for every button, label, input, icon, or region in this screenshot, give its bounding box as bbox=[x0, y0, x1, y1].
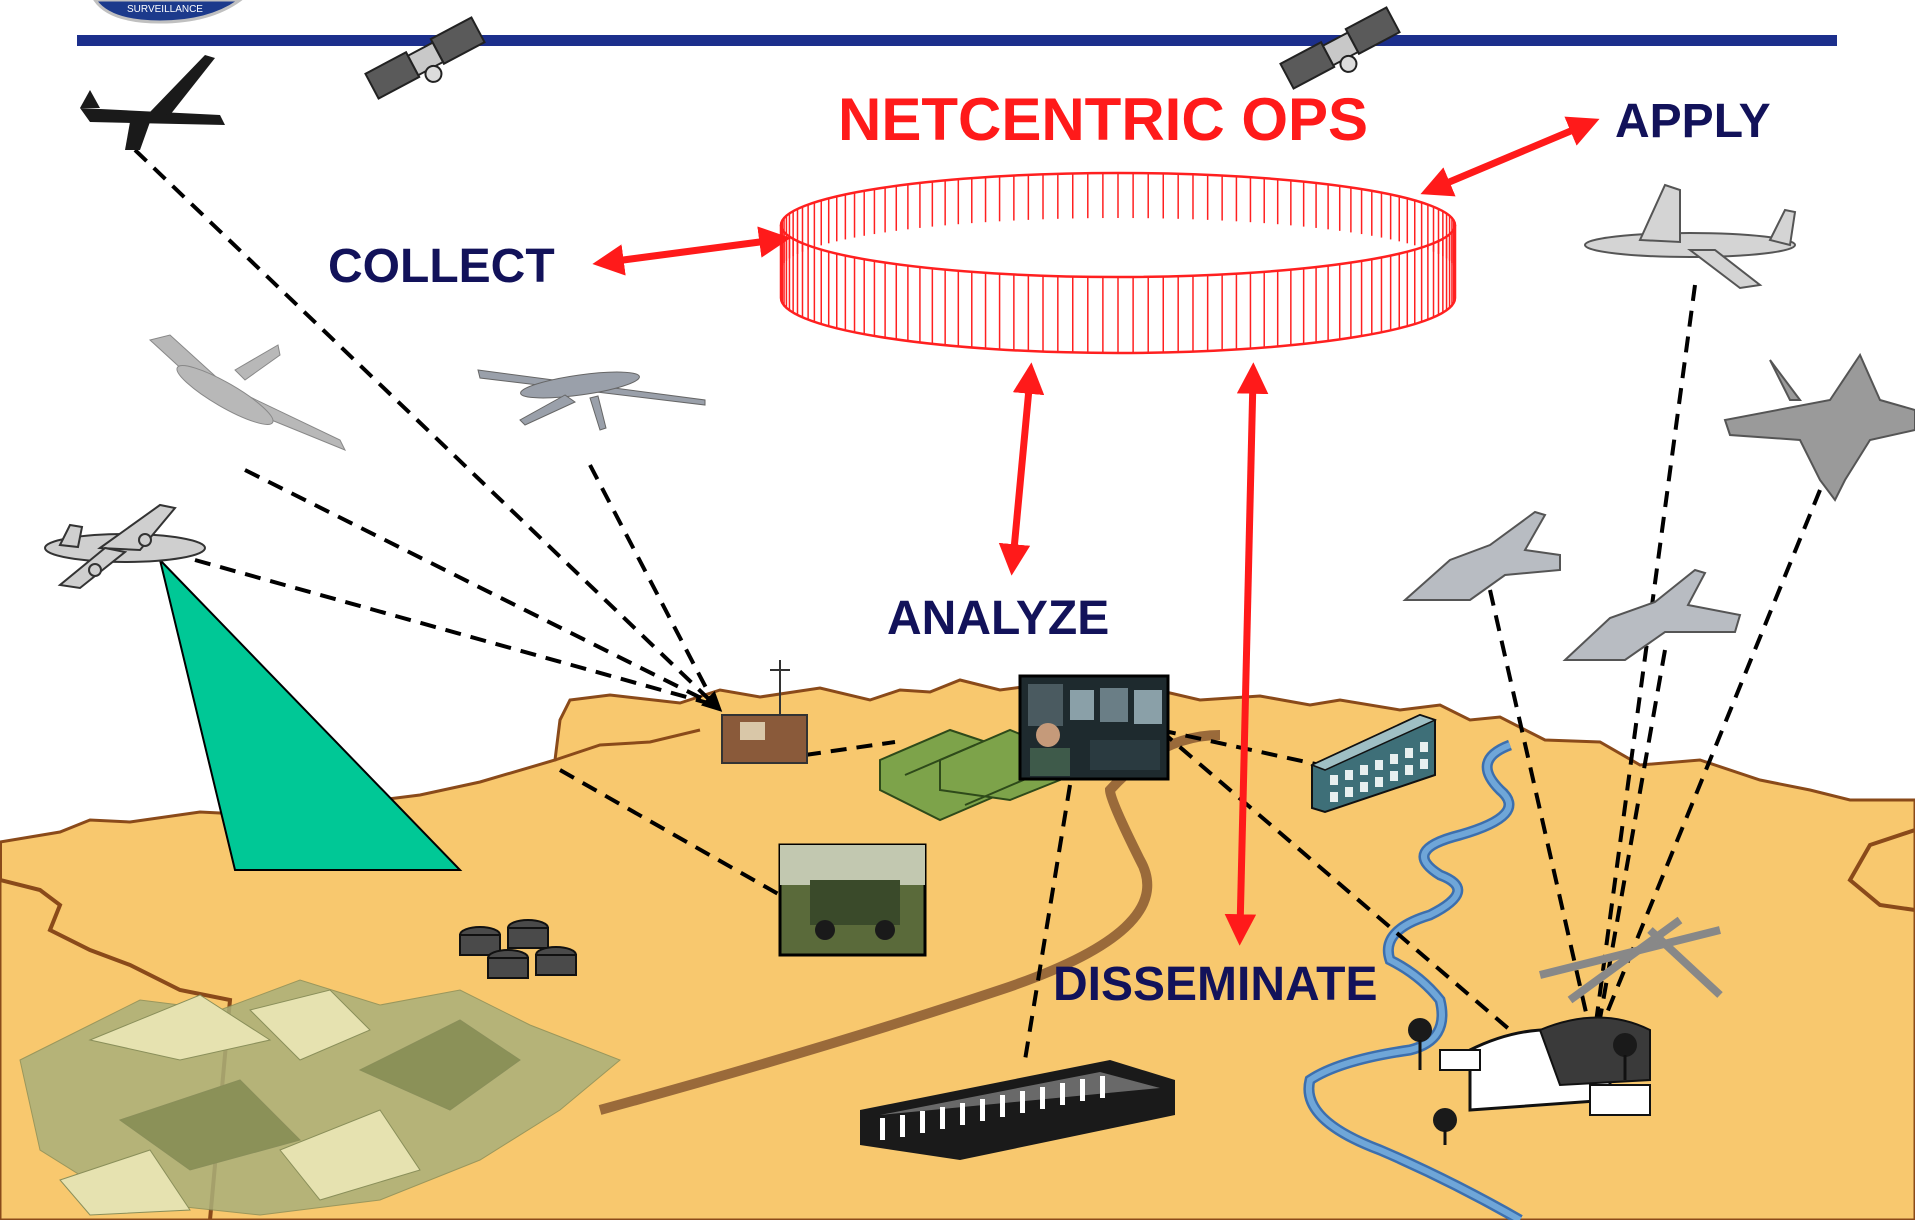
fuel-tanks-icon bbox=[459, 919, 577, 979]
flow-arrows bbox=[592, 116, 1600, 946]
disseminate-arrow bbox=[1224, 362, 1269, 946]
humvee-photo bbox=[778, 843, 927, 957]
logo-text: SURVEILLANCE bbox=[127, 4, 203, 15]
header-rule bbox=[77, 35, 1837, 46]
label-analyze: ANALYZE bbox=[887, 592, 1109, 645]
hangar-base-icon bbox=[1408, 1016, 1651, 1145]
label-apply: APPLY bbox=[1615, 95, 1771, 148]
logo-badge: SURVEILLANCE bbox=[93, 0, 243, 24]
label-collect: COLLECT bbox=[328, 240, 555, 293]
office-building-icon bbox=[1310, 713, 1438, 814]
jstars-aircraft-icon bbox=[44, 503, 206, 590]
predator-uav-icon bbox=[477, 369, 706, 431]
mountain-range bbox=[19, 979, 621, 1216]
business-jet-icon bbox=[1584, 183, 1797, 290]
operations-center-photo bbox=[1018, 674, 1170, 781]
satellite-icon bbox=[1279, 6, 1401, 90]
airfield-runway-icon bbox=[1539, 916, 1723, 1004]
sensor-beam bbox=[158, 556, 463, 871]
analyze-arrow bbox=[998, 362, 1045, 576]
ground-station-icon bbox=[721, 660, 808, 764]
f22-fighter-icon bbox=[1723, 352, 1915, 502]
satellite-icon bbox=[364, 16, 486, 100]
collect-arrow bbox=[592, 226, 791, 276]
u2-spyplane-icon bbox=[80, 55, 225, 150]
title-netcentric-ops: NETCENTRIC OPS bbox=[838, 86, 1368, 153]
f16-fighter-icon bbox=[1562, 568, 1742, 661]
netcentric-ring bbox=[779, 171, 1457, 355]
apply-arrow bbox=[1420, 116, 1600, 197]
headquarters-building-icon bbox=[860, 1060, 1175, 1160]
label-disseminate: DISSEMINATE bbox=[1053, 958, 1377, 1011]
global-hawk-uav-icon bbox=[148, 334, 347, 451]
f16-fighter-icon bbox=[1402, 510, 1561, 601]
